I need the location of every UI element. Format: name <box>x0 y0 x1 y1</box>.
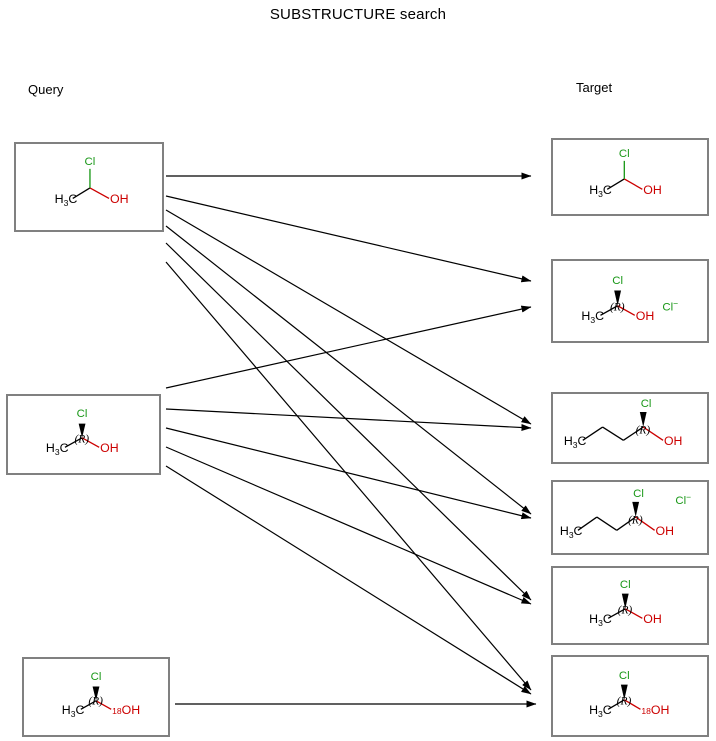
target-molecule-3: Cl H3C (R) OH <box>551 392 709 464</box>
target-molecule-2: Cl H3C (R) OH Cl− <box>551 259 709 343</box>
hydroxyl-label: OH <box>643 612 662 626</box>
query-column-label: Query <box>28 82 64 97</box>
methyl-label: H3C <box>589 183 612 199</box>
arrow-q2-t5 <box>165 446 532 605</box>
stereo-descriptor: (R) <box>636 425 651 437</box>
target-molecule-4: Cl H3C (R) OH Cl− <box>551 480 709 555</box>
stereo-descriptor: (R) <box>88 696 103 708</box>
chlorine-label: Cl <box>91 671 102 683</box>
arrow-q1-t3 <box>165 209 532 425</box>
chlorine-label: Cl <box>85 156 96 168</box>
chlorine-label: Cl <box>619 670 630 682</box>
arrow-q2-t4 <box>165 427 532 520</box>
chlorine-label: Cl <box>619 148 630 160</box>
methyl-label: H3C <box>560 524 583 540</box>
query-molecule-2: Cl H3C (R) OH <box>6 394 161 475</box>
methyl-label: H3C <box>55 192 78 208</box>
hydroxyl-label: 18OH <box>641 703 669 717</box>
arrow-q2-t3 <box>165 408 532 431</box>
stereo-descriptor: (R) <box>618 605 633 617</box>
methyl-label: H3C <box>589 703 612 719</box>
target-molecule-6: Cl H3C (R) 18OH <box>551 655 709 737</box>
hydroxyl-label: OH <box>110 192 129 206</box>
hydroxyl-label: OH <box>643 183 662 197</box>
chlorine-label: Cl <box>77 408 88 420</box>
chlorine-label: Cl <box>620 579 631 591</box>
chloride-ion-label: Cl− <box>675 492 691 507</box>
hydroxyl-label: OH <box>636 309 655 323</box>
methyl-label: H3C <box>62 703 85 719</box>
methyl-label: H3C <box>581 309 604 325</box>
chloride-ion-label: Cl− <box>662 299 678 314</box>
target-column-label: Target <box>576 80 613 95</box>
chlorine-label: Cl <box>633 488 644 500</box>
hydroxyl-label: OH <box>656 524 674 538</box>
target-molecule-1: Cl H3C OH <box>551 138 709 216</box>
arrow-q1-t2 <box>165 195 532 283</box>
hydroxyl-label: 18OH <box>112 703 140 717</box>
hydroxyl-label: OH <box>664 434 682 448</box>
stereo-descriptor: (R) <box>610 302 625 314</box>
arrow-q2-t2 <box>165 305 532 389</box>
hydroxyl-label: OH <box>100 441 119 455</box>
chlorine-label: Cl <box>641 398 652 410</box>
page-title: SUBSTRUCTURE search <box>269 6 447 23</box>
query-molecule-3: Cl H3C (R) 18OH <box>22 657 170 737</box>
chlorine-label: Cl <box>612 275 623 287</box>
arrow-q2-t6 <box>165 465 532 695</box>
stereo-descriptor: (R) <box>74 434 89 446</box>
methyl-label: H3C <box>589 612 612 628</box>
stereo-descriptor: (R) <box>617 696 632 708</box>
stereo-descriptor: (R) <box>628 515 643 527</box>
arrow-q1-t5 <box>165 242 532 601</box>
query-molecule-1: Cl H3C OH <box>14 142 164 232</box>
arrow-q1-t4 <box>165 225 532 515</box>
target-molecule-5: Cl H3C (R) OH <box>551 566 709 645</box>
methyl-label: H3C <box>46 441 69 457</box>
methyl-label: H3C <box>564 434 587 450</box>
arrow-q1-t6 <box>165 261 532 691</box>
